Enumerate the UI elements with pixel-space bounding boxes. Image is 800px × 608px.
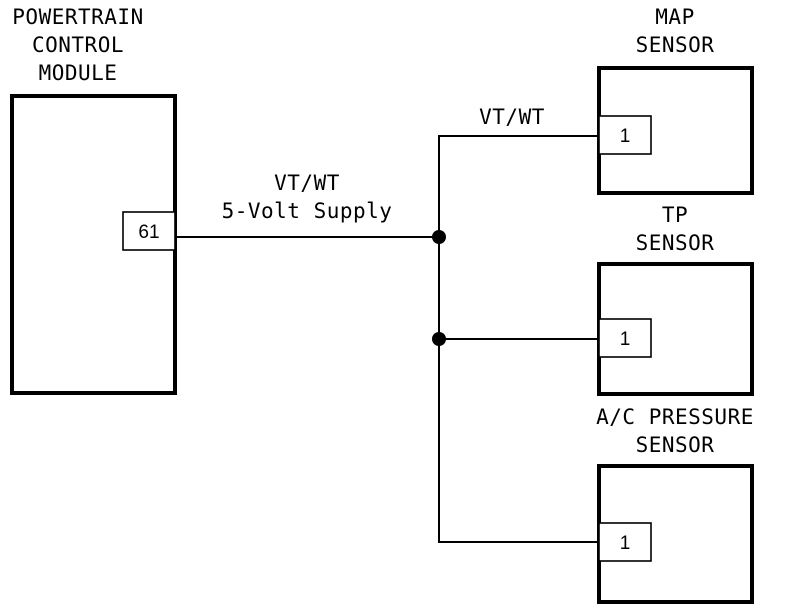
wiring — [175, 135, 599, 543]
ac-pressure-sensor-pin-box — [598, 522, 652, 562]
branch-wire-color-label: VT/WT — [479, 105, 545, 129]
map-sensor-block: MAP SENSOR 1 — [597, 5, 754, 195]
supply-wire-description-label: 5-Volt Supply — [222, 199, 393, 223]
pcm-pin-label: 61 — [138, 222, 159, 243]
map-sensor-pin-label: 1 — [620, 126, 631, 147]
splice-dot-upper — [432, 230, 446, 244]
ac-pressure-sensor-block: A/C PRESSURE SENSOR 1 — [596, 405, 754, 604]
ac-pressure-sensor-title-line-1: A/C PRESSURE — [596, 405, 754, 429]
map-sensor-title-line-1: MAP — [655, 5, 694, 29]
tp-sensor-title-line-2: SENSOR — [636, 231, 715, 255]
map-sensor-title-line-2: SENSOR — [636, 33, 715, 57]
pcm-title-line-1: POWERTRAIN — [12, 5, 143, 29]
tp-sensor-title-line-1: TP — [662, 203, 688, 227]
tp-sensor-block: TP SENSOR 1 — [597, 203, 754, 396]
supply-wire-color-label: VT/WT — [274, 171, 340, 195]
ac-pressure-sensor-pin-label: 1 — [620, 533, 631, 554]
pcm-title-line-2: CONTROL — [32, 33, 124, 57]
pcm-block: POWERTRAIN CONTROL MODULE 61 — [10, 5, 177, 395]
tp-sensor-pin-box — [598, 318, 652, 358]
pcm-pin-box — [122, 211, 176, 251]
ac-pressure-sensor-title-line-2: SENSOR — [636, 433, 715, 457]
map-sensor-pin-box — [598, 115, 652, 155]
tp-sensor-pin-label: 1 — [620, 329, 631, 350]
pcm-title-line-3: MODULE — [39, 61, 118, 85]
splice-dot-lower — [432, 332, 446, 346]
